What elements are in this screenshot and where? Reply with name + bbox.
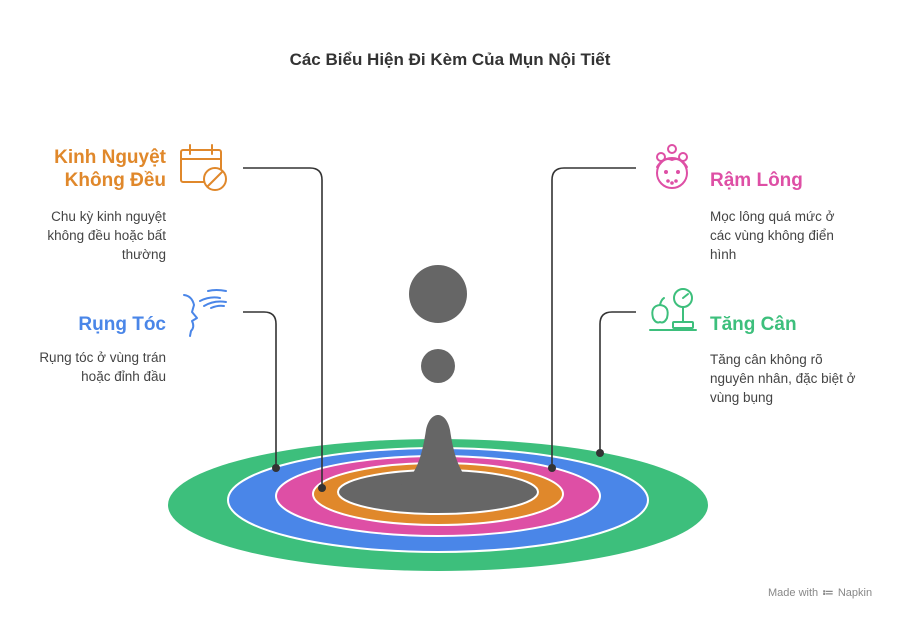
napkin-logo-icon: ≔	[822, 587, 834, 599]
scale-apple-icon	[649, 288, 697, 331]
connector-weight-gain	[599, 311, 636, 453]
connector-hair-loss	[243, 311, 277, 468]
desc-menstrual-line1: Chu kỳ kinh nguyệt	[51, 209, 166, 224]
desc-hair-loss-line2: hoặc đỉnh đầu	[81, 369, 166, 384]
desc-hirsutism-line1: Mọc lông quá mức ở	[710, 209, 835, 224]
heading-menstrual-line1: Kinh Nguyệt	[54, 147, 166, 168]
droplet-large	[409, 265, 467, 323]
hair-loss-head-icon	[183, 289, 227, 337]
desc-weight-gain: Tăng cân không rõ nguyên nhân, đặc biệt …	[710, 350, 890, 407]
desc-hair-loss: Rụng tóc ở vùng trán hoặc đỉnh đầu	[10, 348, 166, 386]
droplet-small	[421, 349, 455, 383]
desc-hirsutism: Mọc lông quá mức ở các vùng không điển h…	[710, 207, 890, 264]
splash-peak	[380, 415, 496, 492]
page-title: Các Biểu Hiện Đi Kèm Của Mụn Nội Tiết	[289, 50, 611, 69]
watermark-made-with: Made with	[768, 586, 819, 599]
desc-hair-loss-line1: Rụng tóc ở vùng trán	[39, 350, 166, 365]
face-hair-icon	[656, 144, 688, 189]
connector-hirsutism	[551, 167, 636, 468]
calendar-cancel-icon	[180, 144, 227, 191]
desc-menstrual-line3: thường	[121, 247, 166, 262]
desc-hirsutism-line2: các vùng không điển	[710, 228, 834, 243]
connector-weight-gain-dot	[596, 449, 604, 457]
napkin-watermark[interactable]: Made with ≔ Napkin	[768, 586, 873, 600]
watermark-brand: Napkin	[837, 586, 873, 599]
heading-weight-gain: Tăng Cân	[710, 314, 797, 335]
desc-hirsutism-line3: hình	[710, 247, 737, 262]
heading-hair-loss: Rụng Tóc	[78, 314, 166, 335]
connector-menstrual	[243, 167, 323, 488]
connector-hair-loss-dot	[272, 464, 280, 472]
desc-menstrual-line2: không đều hoặc bất	[47, 228, 166, 243]
desc-menstrual: Chu kỳ kinh nguyệt không đều hoặc bất th…	[20, 207, 166, 264]
desc-weight-gain-line1: Tăng cân không rõ	[710, 352, 823, 367]
connector-hirsutism-dot	[548, 464, 556, 472]
heading-menstrual-line2: Không Đều	[64, 170, 166, 191]
heading-hirsutism: Rậm Lông	[710, 170, 803, 191]
desc-weight-gain-line3: vùng bụng	[710, 390, 774, 405]
connector-menstrual-dot	[318, 484, 326, 492]
heading-menstrual: Kinh Nguyệt Không Đều	[20, 146, 166, 192]
desc-weight-gain-line2: nguyên nhân, đặc biệt ở	[710, 371, 856, 386]
